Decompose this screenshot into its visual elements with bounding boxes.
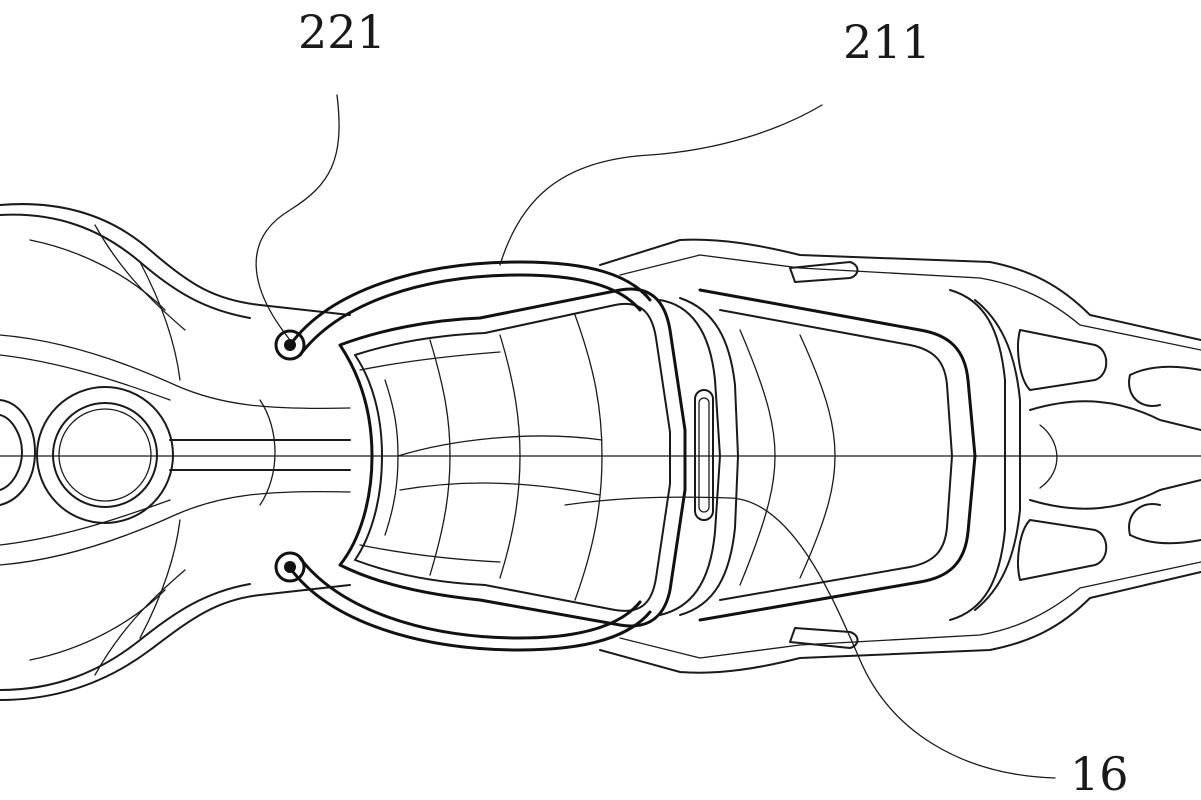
handle-pivots (274, 329, 306, 583)
label-221: 221 (298, 5, 386, 59)
tail-section (599, 238, 1201, 674)
fuel-cap-inner (52, 402, 158, 508)
front-body (0, 203, 351, 701)
grab-handle (288, 260, 652, 652)
leader-211 (499, 104, 823, 266)
leader-221 (255, 94, 340, 341)
leader-16 (564, 496, 1056, 779)
tail-lamp-lower (1017, 519, 1108, 581)
fuel-cap-outer (36, 386, 174, 524)
label-211: 211 (843, 15, 931, 69)
pivot-top (274, 329, 306, 361)
pivot-top-center (284, 339, 296, 351)
seat (338, 287, 977, 628)
leader-lines (255, 94, 1056, 779)
pivot-bottom (274, 551, 306, 583)
seat-badge (694, 389, 714, 521)
label-16: 16 (1070, 747, 1129, 800)
pivot-bottom-center (284, 561, 296, 573)
tail-lamp-upper (1017, 329, 1108, 391)
